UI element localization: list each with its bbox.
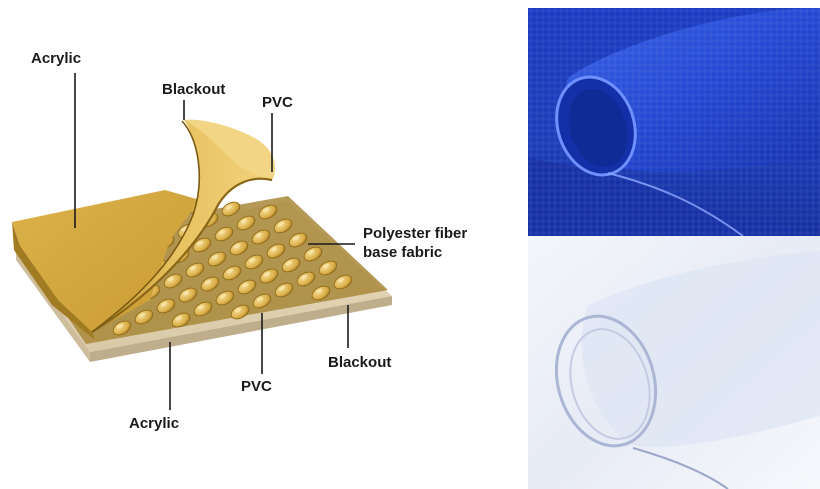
- weave-knot-highlight: [226, 268, 234, 274]
- top-acrylic-sheet: [12, 190, 200, 332]
- clear-roll-opening-inner: [569, 328, 651, 440]
- weave-knot: [236, 215, 256, 231]
- weave-knot: [178, 287, 198, 303]
- weave-knot-highlight: [218, 229, 226, 235]
- weave-knot-highlight: [233, 243, 241, 249]
- weave-knot: [207, 251, 227, 267]
- weave-knot: [171, 312, 191, 328]
- weave-knot: [273, 218, 293, 234]
- weave-knot-highlight: [182, 290, 190, 296]
- weave-knot-highlight: [263, 271, 271, 277]
- weave-knot-highlight: [307, 249, 315, 255]
- fabric-layer-diagram: [12, 73, 392, 410]
- weave-knot-highlight: [337, 277, 345, 283]
- weave-knot: [333, 274, 353, 290]
- label-blackout-top: Blackout: [162, 81, 226, 98]
- weave-knot: [288, 232, 308, 248]
- weave-knot: [230, 304, 250, 320]
- weave-knot-highlight: [285, 260, 293, 266]
- weave-knot: [258, 204, 278, 220]
- leader-lines: [74, 73, 355, 410]
- weave-knot-highlight: [175, 315, 183, 321]
- curled-peel-back: [92, 119, 276, 332]
- weave-knot: [185, 262, 205, 278]
- clear-roll-opening-outer: [554, 314, 658, 448]
- top-acrylic-edge: [12, 222, 95, 340]
- label-acrylic-bottom: Acrylic: [129, 415, 180, 432]
- clear-roll-body: [581, 251, 820, 447]
- clear-sheet-edge: [632, 447, 729, 489]
- weave-knot-highlight: [234, 307, 242, 313]
- clear-pvc-roll-photo: [528, 236, 820, 489]
- weave-knot-highlight: [241, 282, 249, 288]
- label-blackout-bottom: Blackout: [328, 354, 392, 371]
- weave-knot-highlight: [255, 232, 263, 238]
- blue-pvc-roll-image: [528, 8, 820, 236]
- weave-knot: [311, 285, 331, 301]
- weave-knot-highlight: [189, 265, 197, 271]
- weave-knot: [318, 260, 338, 276]
- weave-knot: [244, 254, 264, 270]
- weave-knot-highlight: [292, 235, 300, 241]
- label-base-fabric-line2: base fabric: [363, 244, 443, 261]
- weave-knot: [163, 273, 183, 289]
- weave-knot: [251, 229, 271, 245]
- weave-knot-highlight: [240, 218, 248, 224]
- weave-knot-highlight: [160, 301, 168, 307]
- weave-knot-highlight: [256, 296, 264, 302]
- weave-knot-highlight: [138, 312, 146, 318]
- weave-knot: [296, 271, 316, 287]
- weave-knot: [222, 265, 242, 281]
- weave-knot: [200, 276, 220, 292]
- weave-knot: [112, 320, 132, 336]
- weave-knot: [259, 268, 279, 284]
- weave-knot-highlight: [270, 246, 278, 252]
- weave-knot: [134, 309, 154, 325]
- weave-knot-highlight: [196, 240, 204, 246]
- blue-pvc-roll-photo: [528, 8, 820, 236]
- weave-knot-highlight: [116, 323, 124, 329]
- weave-knot-highlight: [211, 254, 219, 260]
- weave-knot: [266, 243, 286, 259]
- weave-knot: [221, 201, 241, 217]
- label-pvc-bottom: PVC: [241, 378, 272, 395]
- weave-knot-highlight: [278, 285, 286, 291]
- weave-knot: [237, 279, 257, 295]
- weave-knot: [274, 282, 294, 298]
- weave-knot-highlight: [300, 274, 308, 280]
- weave-knot-highlight: [219, 293, 227, 299]
- weave-knot-highlight: [248, 257, 256, 263]
- weave-knot: [303, 246, 323, 262]
- weave-knot-highlight: [197, 304, 205, 310]
- weave-knot: [192, 237, 212, 253]
- weave-knot: [214, 226, 234, 242]
- label-pvc-top: PVC: [262, 94, 293, 111]
- curled-peel-edge: [91, 177, 273, 333]
- weave-knot-highlight: [322, 263, 330, 269]
- weave-knot: [229, 240, 249, 256]
- curled-peel-inner-edge: [91, 120, 201, 333]
- label-base-fabric-line1: Polyester fiber: [363, 225, 468, 242]
- weave-knot-highlight: [277, 221, 285, 227]
- weave-knot-highlight: [167, 276, 175, 282]
- bottom-acrylic-edge: [90, 296, 392, 362]
- weave-knot: [193, 301, 213, 317]
- weave-knot: [252, 293, 272, 309]
- weave-knot-highlight: [262, 207, 270, 213]
- weave-knot: [215, 290, 235, 306]
- weave-knot: [156, 298, 176, 314]
- weave-knot: [281, 257, 301, 273]
- blue-sheet-edge: [607, 172, 744, 236]
- curled-peel-front: [184, 119, 276, 180]
- weave-knot-highlight: [225, 204, 233, 210]
- label-acrylic-top: Acrylic: [31, 50, 82, 67]
- weave-knot-highlight: [204, 279, 212, 285]
- weave-knot-highlight: [315, 288, 323, 294]
- clear-pvc-roll-image: [528, 236, 820, 489]
